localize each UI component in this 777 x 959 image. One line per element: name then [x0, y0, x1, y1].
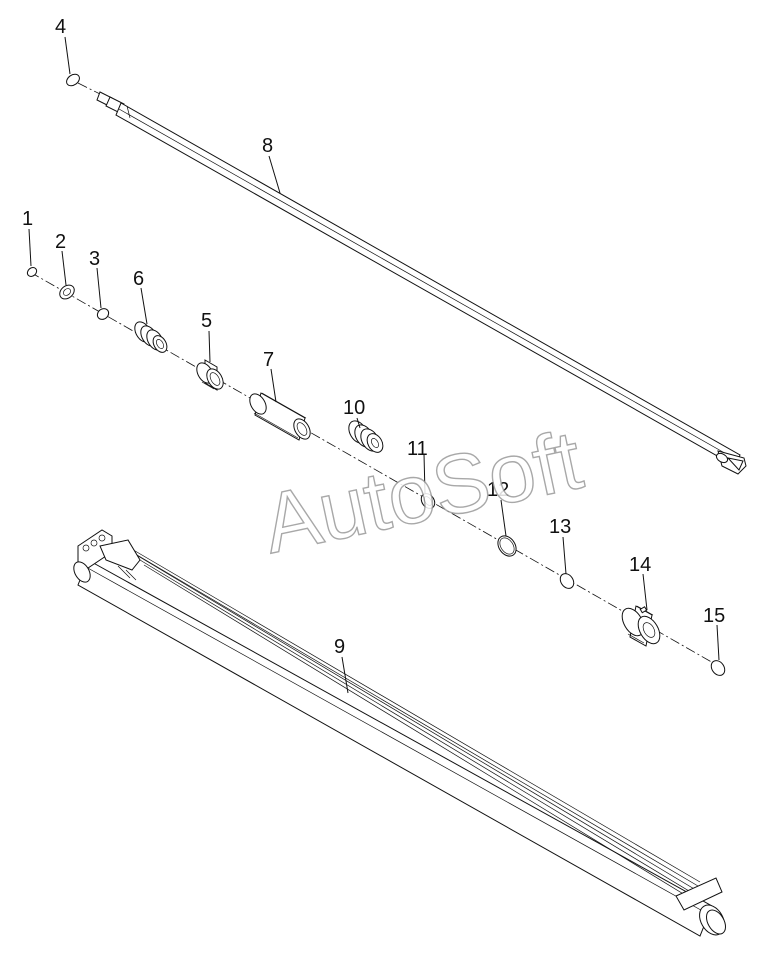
part-7-tube	[249, 392, 311, 441]
part-12-snap-ring	[497, 535, 517, 557]
label-part-1: 1	[22, 208, 33, 230]
label-part-9: 9	[334, 636, 345, 658]
label-part-12: 12	[487, 479, 509, 501]
label-part-8: 8	[262, 135, 273, 157]
part-8-piston-rod	[77, 82, 747, 475]
label-part-11: 11	[407, 438, 428, 460]
label-part-5: 5	[201, 310, 212, 332]
part-3-ring	[96, 308, 110, 320]
label-part-14: 14	[629, 554, 651, 576]
label-part-2: 2	[55, 231, 66, 253]
part-labels: 4 1 2 3 6 5 7 8 10 11 12 13 14 15 9	[22, 16, 725, 658]
part-4-o-ring	[66, 73, 80, 87]
part-9-cylinder-barrel	[73, 529, 726, 937]
part-1-small-ring	[26, 267, 38, 277]
part-6-piston	[134, 321, 168, 353]
label-part-15: 15	[703, 605, 725, 627]
part-14-gland-nut	[621, 605, 661, 647]
label-part-6: 6	[133, 268, 144, 290]
label-part-4: 4	[55, 16, 66, 38]
part-15-ring	[710, 660, 726, 676]
part-13-ring	[559, 573, 575, 589]
part-10-piston-head	[348, 420, 384, 453]
part-2-ring	[59, 284, 75, 300]
leader-lines	[28, 36, 720, 694]
label-part-3: 3	[89, 248, 100, 270]
part-11-ring	[420, 493, 436, 509]
label-part-10: 10	[343, 397, 365, 419]
label-part-7: 7	[263, 349, 274, 371]
label-part-13: 13	[549, 516, 571, 538]
part-5-bushing	[196, 359, 224, 391]
